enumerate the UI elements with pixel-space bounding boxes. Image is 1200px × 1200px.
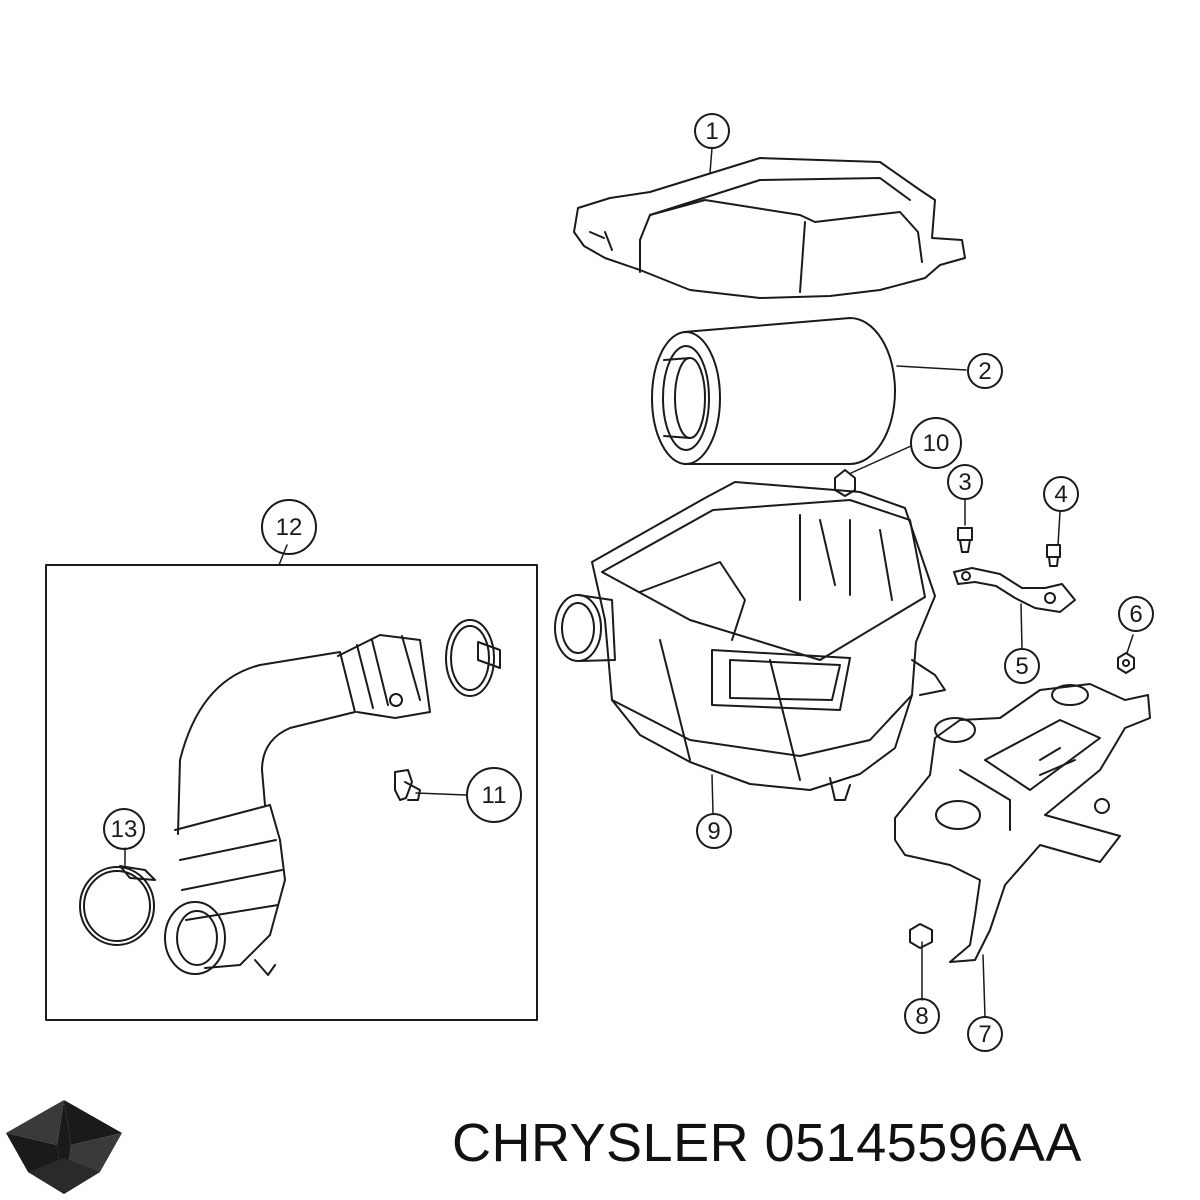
part-title: CHRYSLER 05145596AA xyxy=(452,1113,1082,1173)
callout-7: 7 xyxy=(967,1016,1003,1052)
air-cleaner-housing xyxy=(554,481,946,801)
hose-clamp xyxy=(445,619,501,697)
callout-label: 6 xyxy=(1129,601,1142,628)
battery-tray-bracket xyxy=(894,683,1151,963)
sensor-11 xyxy=(394,769,421,801)
callout-label: 12 xyxy=(276,514,303,541)
callout-label: 10 xyxy=(923,430,950,457)
callout-label: 11 xyxy=(482,782,507,809)
support-bracket xyxy=(953,567,1076,613)
callout-label: 4 xyxy=(1054,481,1067,508)
nut-6 xyxy=(1117,652,1135,674)
callout-label: 7 xyxy=(978,1021,991,1048)
callout-label: 3 xyxy=(958,469,971,496)
callout-10: 10 xyxy=(910,417,962,469)
leader-lines xyxy=(124,147,1134,1018)
callout-label: 5 xyxy=(1015,653,1028,680)
callout-11: 11 xyxy=(466,767,522,823)
callout-5: 5 xyxy=(1004,648,1040,684)
callout-2: 2 xyxy=(967,353,1003,389)
callout-4: 4 xyxy=(1043,476,1079,512)
callout-label: 9 xyxy=(707,818,720,845)
hose-assembly-box xyxy=(45,564,538,1021)
air-filter-element xyxy=(651,317,896,465)
callout-1: 1 xyxy=(694,113,730,149)
callout-8: 8 xyxy=(904,998,940,1034)
bolt-3 xyxy=(957,527,973,553)
housing-stud xyxy=(834,469,856,497)
chrysler-pentastar-logo-icon xyxy=(6,1100,122,1194)
callout-12: 12 xyxy=(261,499,317,555)
callout-label: 1 xyxy=(705,118,718,145)
air-cleaner-cover xyxy=(573,157,966,299)
callout-label: 2 xyxy=(978,358,991,385)
callout-9: 9 xyxy=(696,813,732,849)
bolt-4 xyxy=(1046,544,1061,567)
clamp-13 xyxy=(79,865,156,946)
callout-label: 8 xyxy=(915,1003,928,1030)
callout-3: 3 xyxy=(947,464,983,500)
callout-13: 13 xyxy=(103,808,145,850)
nut-8 xyxy=(909,923,933,949)
callout-label: 13 xyxy=(111,816,138,843)
air-intake-hose xyxy=(164,634,431,976)
callout-6: 6 xyxy=(1118,596,1154,632)
